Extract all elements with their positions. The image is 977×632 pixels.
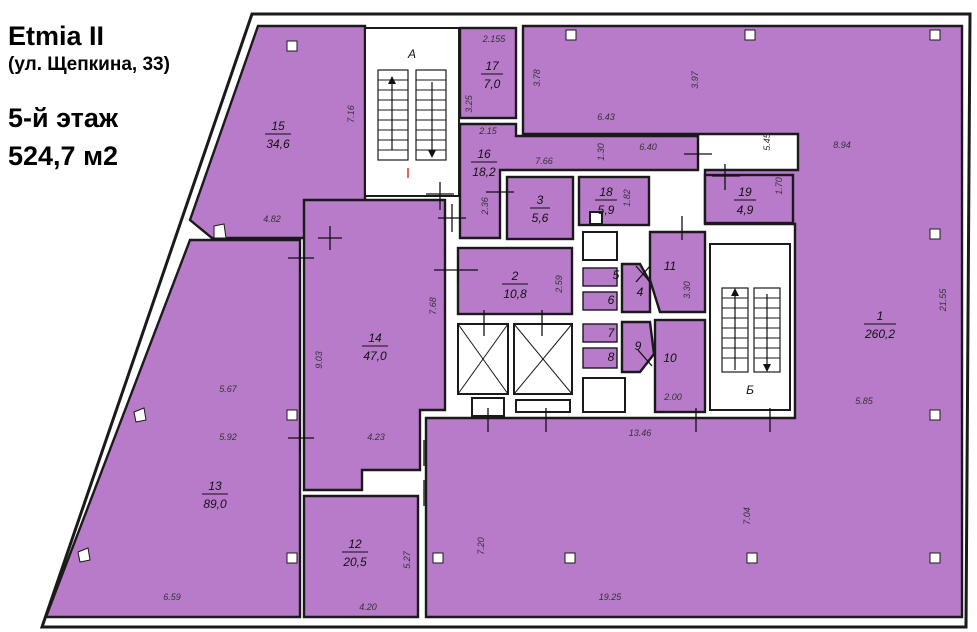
room-8-number: 8 [608,350,615,364]
dimension-label: 19.25 [599,592,623,602]
dimension-label: 21.55 [938,288,948,313]
room-16-area: 18,2 [472,165,496,179]
dimension-label: 3.78 [532,69,542,87]
room-17[interactable] [458,26,518,120]
stair-a [364,27,460,197]
dimension-label: 2.59 [554,275,564,294]
room-16-number: 16 [477,147,491,161]
room-8[interactable] [582,347,618,369]
room-7-number: 7 [608,326,616,340]
dimension-label: 5.67 [219,384,238,394]
shaft [582,231,618,261]
room-19-number: 19 [738,185,752,199]
dimension-label: 1.30 [596,143,606,161]
shaft [582,377,626,413]
room-3-area: 5,6 [532,211,549,225]
room-4-number: 4 [637,285,644,299]
dimension-label: 2.155 [482,34,507,44]
room-1-number: 1 [877,309,884,323]
dimension-label: 5.85 [855,396,874,406]
dimension-label: 7.04 [742,507,752,525]
room-5[interactable] [582,267,618,287]
dimension-label: 4.20 [359,602,377,612]
room-15-area: 34,6 [266,137,290,151]
building-name: Etmia II [8,21,105,51]
room-13-area: 89,0 [203,497,227,511]
dimension-label: 3.97 [690,70,700,89]
dimension-label: 7.66 [535,156,553,166]
room-7[interactable] [582,323,618,343]
room-14-number: 14 [368,331,382,345]
dimension-label: 3.30 [682,281,692,299]
dimension-label: 4.23 [367,432,385,442]
title-block: Etmia II (ул. Щепкина, 33) 5-й этаж 524,… [8,20,170,172]
room-3-number: 3 [537,193,544,207]
building-address: (ул. Щепкина, 33) [8,54,170,75]
dimension-label: 6.59 [163,592,181,602]
room-4[interactable] [620,262,652,314]
dimension-label: 6.40 [639,142,657,152]
floor-area: 524,7 м2 [8,141,119,171]
room-14-area: 47,0 [363,349,387,363]
room-2-number: 2 [511,269,519,283]
room-1-area: 260,2 [864,327,895,341]
room-2-area: 10,8 [503,287,527,301]
columns [77,29,941,564]
room-1[interactable] [424,24,964,619]
room-12-number: 12 [348,537,362,551]
dimension-label: 5.27 [402,550,412,569]
dimension-label: 9.03 [314,351,324,369]
dimension-label: 5.92 [219,432,237,442]
floor-label: 5-й этаж [8,103,119,133]
dimension-label: 7.16 [346,105,356,123]
dimension-label: 1.70 [774,177,784,195]
dimension-label: 7.20 [476,537,486,555]
building-outline [39,12,972,629]
room-11[interactable] [648,230,707,314]
dimension-label: 3.25 [464,94,474,113]
room-15-number: 15 [271,119,285,133]
dimension-label: 1.82 [622,189,632,207]
room-6-number: 6 [608,293,615,307]
room-13[interactable] [44,238,302,619]
room-12[interactable] [302,494,420,619]
dimension-label: 2.15 [478,126,498,136]
dimension-label: 7.68 [428,297,438,315]
stair-b [709,243,791,411]
dimension-label: 2.00 [663,392,682,402]
dimension-label: 6.43 [597,112,615,122]
room-17-number: 17 [485,59,500,73]
room-12-area: 20,5 [342,555,367,569]
stair-b-label: Б [746,383,754,397]
room-17-area: 7,0 [484,77,501,91]
dimension-label: 8.94 [833,140,851,150]
dimension-labels: 2.155 3.25 3.78 3.97 7.16 6.43 2.15 6.40… [163,34,948,612]
dimension-label: 13.46 [629,428,652,438]
room-13-number: 13 [208,479,222,493]
room-10-number: 10 [663,351,677,365]
shaft [589,211,603,225]
room-16[interactable] [458,122,700,240]
room-18-number: 18 [599,185,613,199]
room-5-number: 5 [613,268,620,282]
room-11-number: 11 [664,259,676,273]
door-markers [288,140,771,506]
room-10[interactable] [653,318,707,414]
room-6[interactable] [582,291,618,311]
stair-a-label: А [407,47,416,61]
room-9-number: 9 [635,339,642,353]
dimension-label: 2.36 [480,197,490,216]
room-19-area: 4,9 [737,203,754,217]
dimension-label: 4.82 [263,214,281,224]
room-19[interactable] [703,173,795,225]
shaft [515,399,571,413]
room-18-area: 5,9 [598,203,615,217]
room-2[interactable] [456,246,574,316]
room-15[interactable] [188,24,367,240]
dimension-label: 5.45 [762,132,772,151]
